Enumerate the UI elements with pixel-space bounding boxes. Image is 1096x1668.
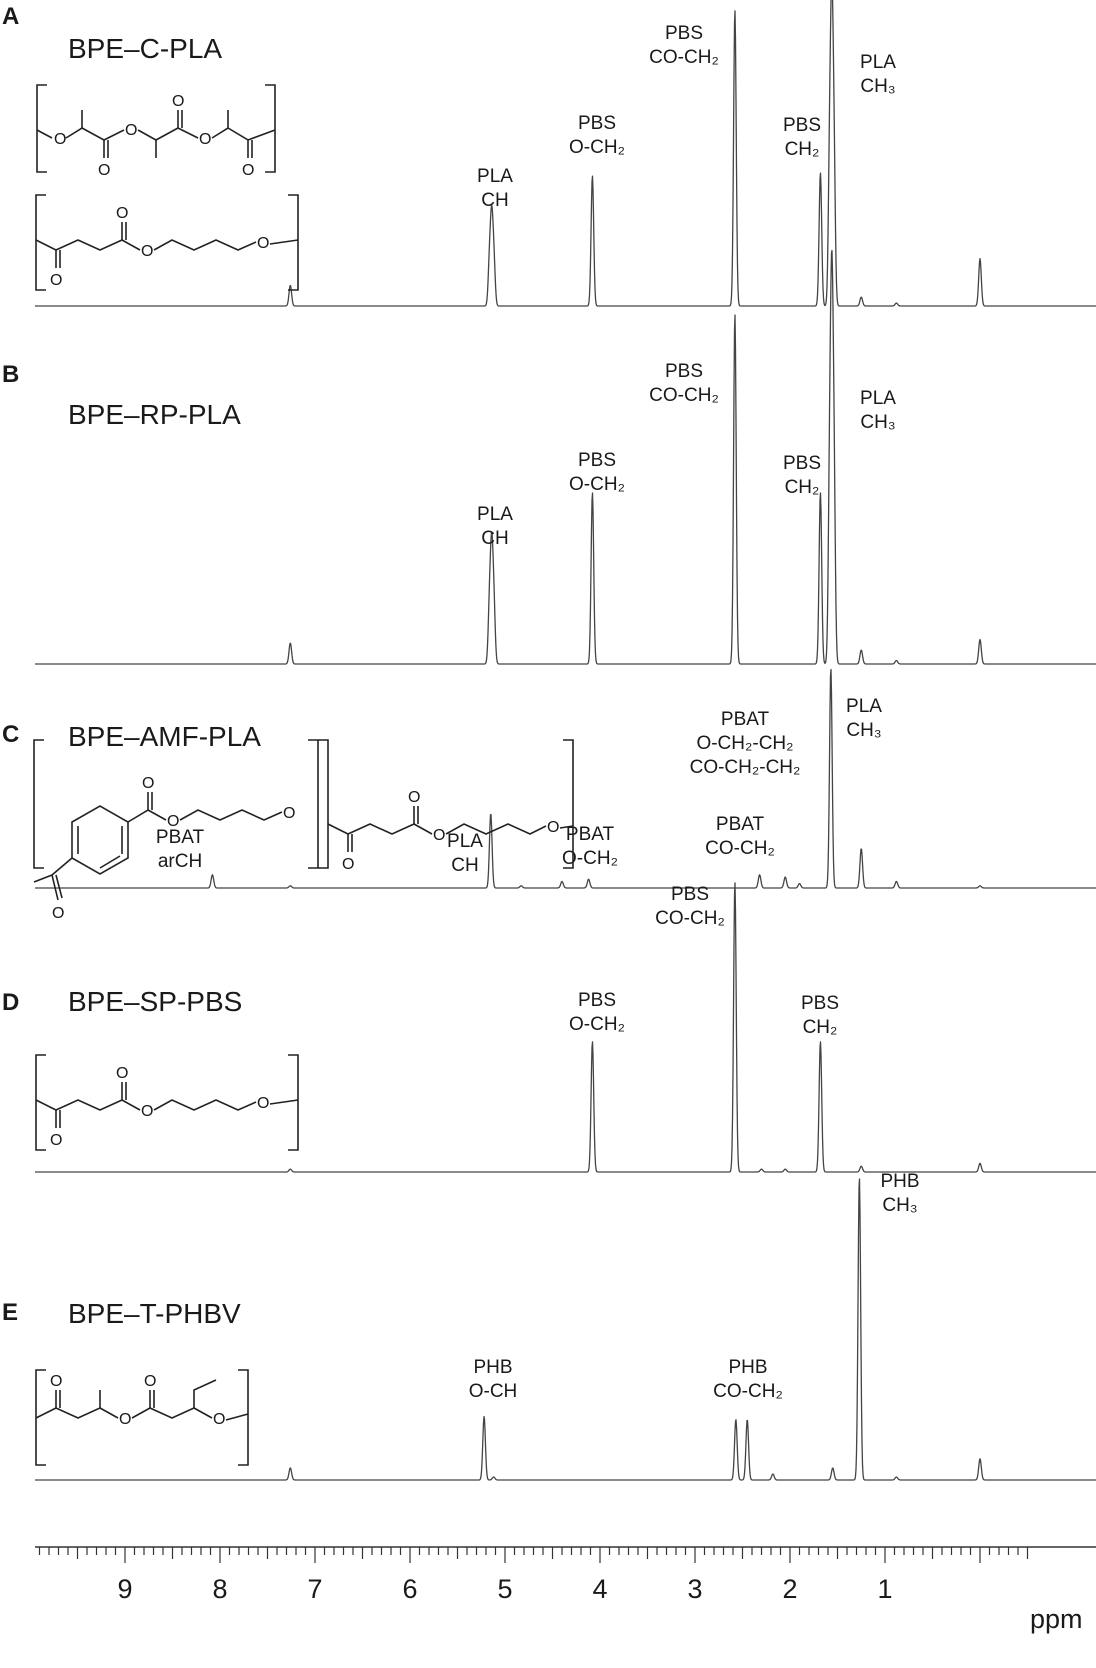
x-tick-label-9: 9 [117,1574,132,1604]
svg-text:O: O [213,1411,225,1428]
panel-letter-b: B [2,361,19,388]
x-axis: 9 8 7 6 5 4 3 2 1 ppm [35,1546,1096,1634]
panel-letter-a: A [2,3,19,30]
svg-text:O: O [116,1065,128,1082]
svg-text:O: O [283,805,295,822]
svg-text:O: O [199,131,211,148]
x-tick-label-8: 8 [212,1574,227,1604]
spectrum-panel-d [34,882,1096,1173]
x-tick-label-2: 2 [782,1574,797,1604]
spectrum-trace-e [34,1178,1096,1481]
spectrum-trace-c [34,668,1096,889]
pbat-structure: O O O O O O O O [33,739,574,922]
x-tick-label-6: 6 [402,1574,417,1604]
spectrum-panel-e [34,1178,1096,1481]
x-tick-label-7: 7 [307,1574,322,1604]
x-tick-label-4: 4 [592,1574,607,1604]
svg-text:O: O [144,1373,156,1390]
svg-text:O: O [119,1411,131,1428]
svg-text:O: O [141,1103,153,1120]
svg-text:O: O [116,205,128,222]
svg-text:O: O [54,131,66,148]
svg-text:O: O [50,1132,62,1149]
spectrum-panel-c [34,668,1096,889]
spectrum-trace-a [34,0,1096,307]
panel-c-title: BPE–AMF-PLA [68,721,261,752]
x-tick-label-5: 5 [497,1574,512,1604]
panel-a-title: BPE–C-PLA [68,33,222,64]
phbv-structure: O O O O [35,1369,249,1466]
pla-structure: O O O O O O [36,84,276,179]
svg-text:O: O [142,775,154,792]
svg-text:O: O [242,162,254,179]
svg-text:O: O [433,827,445,844]
panel-e-title: BPE–T-PHBV [68,1298,241,1329]
x-axis-unit-label: ppm [1030,1604,1083,1634]
x-tick-label-3: 3 [687,1574,702,1604]
panel-b-title: BPE–RP-PLA [68,399,241,430]
pbs-structure-d: O O O O [35,1054,299,1151]
panel-letter-c: C [2,721,19,748]
svg-text:O: O [98,162,110,179]
spectra-group [34,0,1096,1481]
panel-letter-d: D [2,989,19,1016]
panel-letter-e: E [2,1299,18,1326]
svg-text:O: O [52,905,64,922]
svg-text:O: O [50,1373,62,1390]
svg-text:O: O [408,789,420,806]
svg-text:O: O [167,813,179,830]
spectrum-trace-b [34,249,1096,665]
svg-text:O: O [125,122,137,139]
x-tick-label-1: 1 [877,1574,892,1604]
svg-text:O: O [141,243,153,260]
svg-text:O: O [172,93,184,110]
spectrum-trace-d [34,882,1096,1173]
spectrum-panel-b [34,249,1096,665]
svg-text:O: O [257,235,269,252]
panel-d-title: BPE–SP-PBS [68,986,242,1017]
x-axis-ticks [38,1547,1029,1563]
svg-text:O: O [547,819,559,836]
pbs-structure-a: O O O O [35,194,299,291]
svg-text:O: O [50,272,62,289]
svg-text:O: O [257,1095,269,1112]
x-axis-tick-labels: 9 8 7 6 5 4 3 2 1 [117,1574,892,1604]
spectrum-panel-a [34,0,1096,307]
svg-text:O: O [342,856,354,873]
